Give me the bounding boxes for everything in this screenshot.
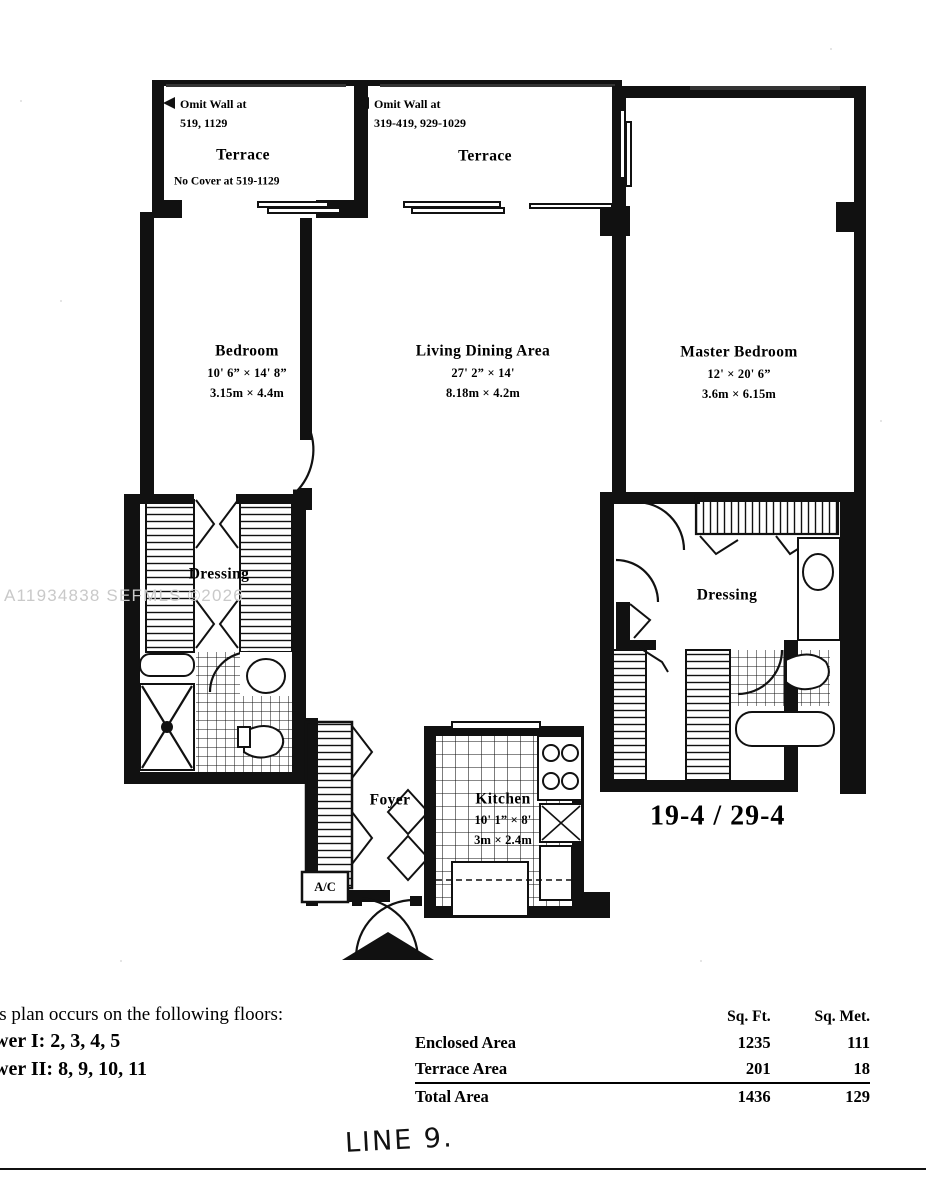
room-dim-master-imperial: 12' × 20' 6” (707, 367, 770, 381)
room-label-living-dining: Living Dining Area (416, 343, 550, 360)
room-dim-living-metric: 8.18m × 4.2m (446, 386, 520, 400)
terrace-right-name: Terrace (458, 148, 512, 165)
row-sqft-terrace: 201 (745, 1059, 771, 1078)
ac-closet-label: A/C (314, 880, 336, 894)
left-arrow-marker (163, 97, 175, 109)
handwritten-line-note: LINE 9. (344, 1122, 455, 1159)
mls-watermark: A11934838 SEFMLS ©2026 (4, 586, 244, 605)
unit-designation: 19-4 / 29-4 (650, 800, 785, 831)
row-sqmet-total: 129 (770, 1082, 870, 1110)
left-arrow-marker-right (357, 97, 369, 109)
room-dim-bedroom-imperial: 10' 6” × 14' 8” (207, 366, 287, 380)
plan-footer: is plan occurs on the following floors: … (0, 1000, 926, 1200)
row-label-terrace: Terrace Area (415, 1059, 508, 1078)
paper-speck (60, 300, 62, 302)
floors-tower-two: wer II: 8, 9, 10, 11 (0, 1058, 147, 1080)
room-dim-kitchen-imperial: 10' 1” × 8' (475, 813, 532, 827)
terrace-left-name: Terrace (216, 147, 270, 164)
bottom-rule (0, 1168, 926, 1170)
row-label-total: Total Area (415, 1082, 672, 1110)
col-header-sqft: Sq. Ft. (727, 1008, 771, 1025)
row-label-enclosed: Enclosed Area (415, 1033, 516, 1052)
paper-speck (700, 960, 702, 962)
table-row: Enclosed Area 1235 111 (415, 1030, 870, 1056)
room-label-kitchen: Kitchen (475, 791, 530, 808)
row-sqft-total: 1436 (671, 1082, 771, 1110)
foyer-entry (300, 870, 434, 961)
room-dim-living-imperial: 27' 2” × 14' (451, 366, 514, 380)
corridor-closet (304, 720, 374, 890)
room-label-dressing-left: Dressing (189, 566, 250, 583)
room-dim-master-metric: 3.6m × 6.15m (702, 387, 776, 401)
table-header-row: Sq. Ft. Sq. Met. (415, 1008, 870, 1030)
room-label-master-bedroom: Master Bedroom (680, 344, 797, 361)
paper-speck (120, 960, 122, 962)
room-label-bedroom: Bedroom (215, 343, 279, 360)
floors-tower-one: wer I: 2, 3, 4, 5 (0, 1030, 121, 1052)
paper-speck (20, 100, 22, 102)
plan-text-labels: Omit Wall at 519, 1129 Terrace No Cover … (163, 97, 797, 894)
area-summary-table: Sq. Ft. Sq. Met. Enclosed Area 1235 111 … (415, 1008, 870, 1110)
terrace-right-omit-line1: Omit Wall at (374, 97, 440, 111)
terrace-left-cover-note: No Cover at 519-1129 (174, 176, 280, 188)
master-dressing (607, 494, 841, 781)
terrace-outer-walls (152, 80, 622, 87)
paper-speck (830, 48, 832, 50)
room-label-foyer: Foyer (370, 792, 411, 809)
col-header-sqmet: Sq. Met. (814, 1008, 870, 1025)
paper-speck (880, 420, 882, 422)
left-bathroom (139, 650, 292, 772)
row-sqmet-terrace: 18 (853, 1059, 871, 1078)
door-swings (293, 429, 315, 495)
terrace-left-omit-line2: 519, 1129 (180, 116, 227, 130)
kitchen (386, 721, 583, 917)
floors-heading: is plan occurs on the following floors: (0, 1004, 284, 1025)
table-row: Terrace Area 201 18 (415, 1056, 870, 1083)
table-row-total: Total Area 1436 129 (415, 1082, 870, 1110)
terrace-right-omit-line2: 319-419, 929-1029 (374, 116, 466, 130)
room-label-dressing-right: Dressing (697, 587, 758, 604)
sliding-glass-doors (257, 86, 840, 214)
terrace-left-omit-line1: Omit Wall at (180, 97, 246, 111)
room-dim-bedroom-metric: 3.15m × 4.4m (210, 386, 284, 400)
row-sqmet-enclosed: 111 (847, 1033, 870, 1052)
left-dressing-closets (145, 499, 293, 653)
row-sqft-enclosed: 1235 (737, 1033, 771, 1052)
col-header-blank (415, 1008, 671, 1030)
room-dim-kitchen-metric: 3m × 2.4m (474, 833, 532, 847)
